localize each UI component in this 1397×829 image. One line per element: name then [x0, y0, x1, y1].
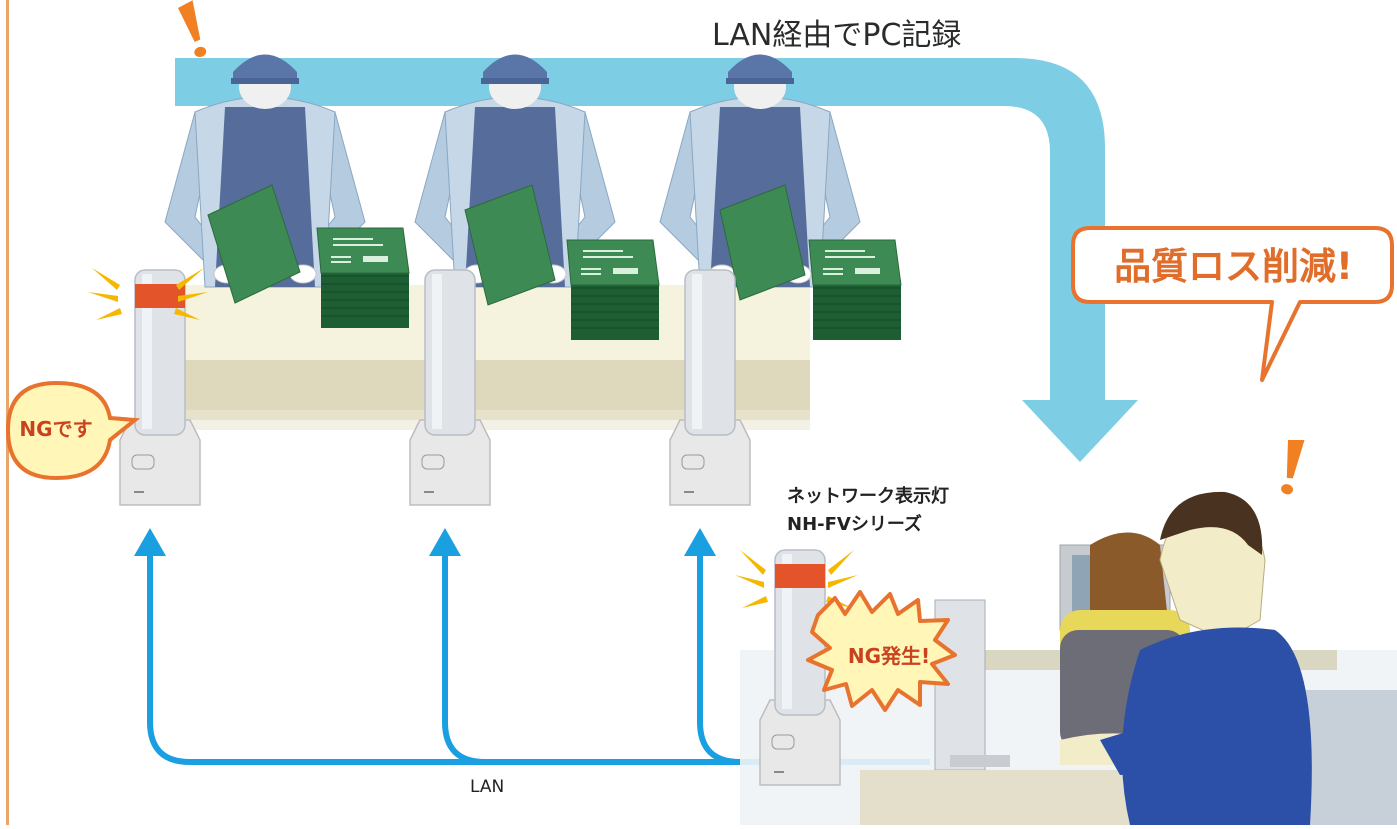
- quality-loss-text: 品質ロス削減!: [1114, 245, 1353, 288]
- board-stack-3: [808, 239, 902, 341]
- lan-arrowheads: [134, 528, 716, 556]
- board-held-2: [464, 184, 556, 306]
- sparkle-featured: [735, 550, 858, 608]
- lan-lines: [147, 555, 930, 765]
- ng-bubble-left: [5, 380, 141, 481]
- alert-icon-right: [1275, 436, 1306, 496]
- device-name-line2: NH-FVシリーズ: [787, 514, 922, 535]
- board-held-1: [207, 184, 301, 304]
- board-stack-1: [316, 227, 410, 329]
- ng-burst: [806, 590, 957, 712]
- pc-record-label: LAN経由でPC記録: [712, 18, 962, 53]
- board-held-3: [719, 184, 806, 301]
- board-stack-2: [566, 239, 660, 341]
- device-name-label: ネットワーク表示灯 NH-FVシリーズ: [787, 483, 949, 539]
- ng-hassei-text: NG発生!: [847, 644, 931, 668]
- ng-desu-text: NGです: [19, 417, 93, 441]
- quality-bubble: [1071, 226, 1394, 382]
- signal-tower-1: [119, 269, 201, 506]
- signal-tower-featured: [759, 549, 841, 786]
- alert-icon-top: [177, 0, 208, 60]
- lan-label: LAN: [470, 777, 505, 797]
- sparkle-tower-1: [88, 268, 208, 320]
- device-name-line1: ネットワーク表示灯: [787, 486, 949, 507]
